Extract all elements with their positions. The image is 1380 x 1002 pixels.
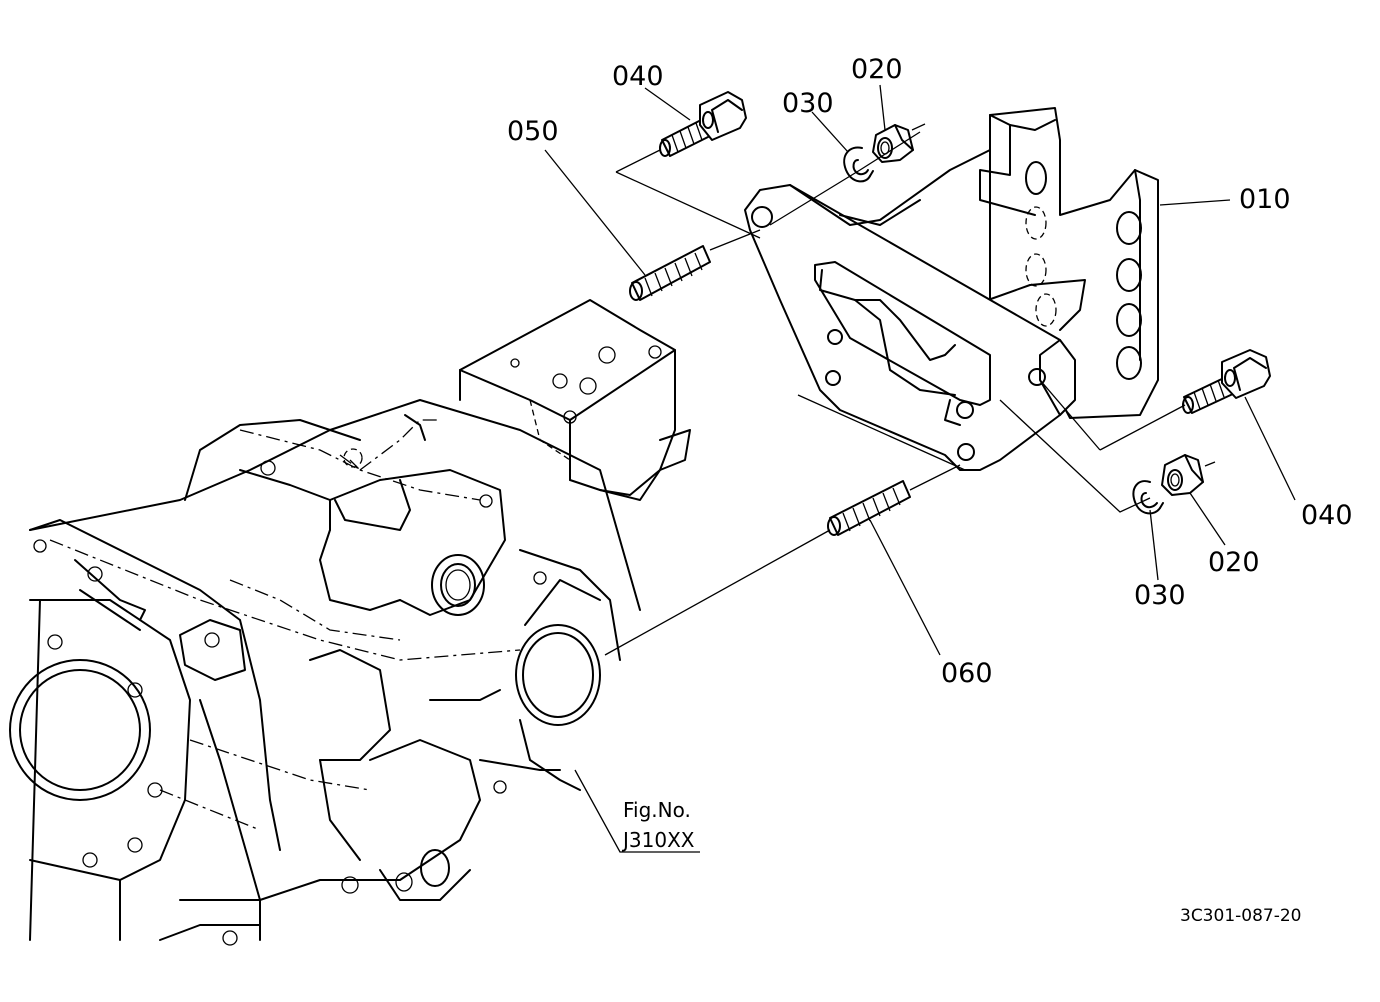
callout-040-right: 040: [1301, 500, 1353, 531]
mount-block: [459, 299, 691, 501]
washer-030-right: [1132, 480, 1164, 515]
callout-050: 050: [507, 116, 559, 147]
callout-030-top: 030: [782, 88, 834, 119]
callout-020-right: 020: [1208, 547, 1260, 578]
stud-060: [827, 480, 911, 536]
callout-020-top: 020: [851, 54, 903, 85]
callout-060: 060: [941, 658, 993, 689]
alignment-lines: [459, 123, 1216, 656]
callout-010: 010: [1239, 184, 1291, 215]
callout-040-top: 040: [612, 61, 664, 92]
figure-ref-label: Fig.No.: [623, 798, 691, 822]
nut-020-top: [872, 124, 914, 163]
transmission-housing: [9, 399, 641, 946]
stud-050: [629, 245, 711, 301]
leader-lines: [544, 84, 1296, 853]
figure-ref-number: J310XX: [621, 828, 695, 852]
callout-030-right: 030: [1134, 580, 1186, 611]
bolt-040-top: [659, 91, 747, 157]
bracket-010: [744, 107, 1159, 471]
bolt-040-right: [1182, 349, 1271, 414]
drawing-code: 3C301-087-20: [1180, 906, 1301, 926]
nut-020-right: [1161, 454, 1204, 496]
